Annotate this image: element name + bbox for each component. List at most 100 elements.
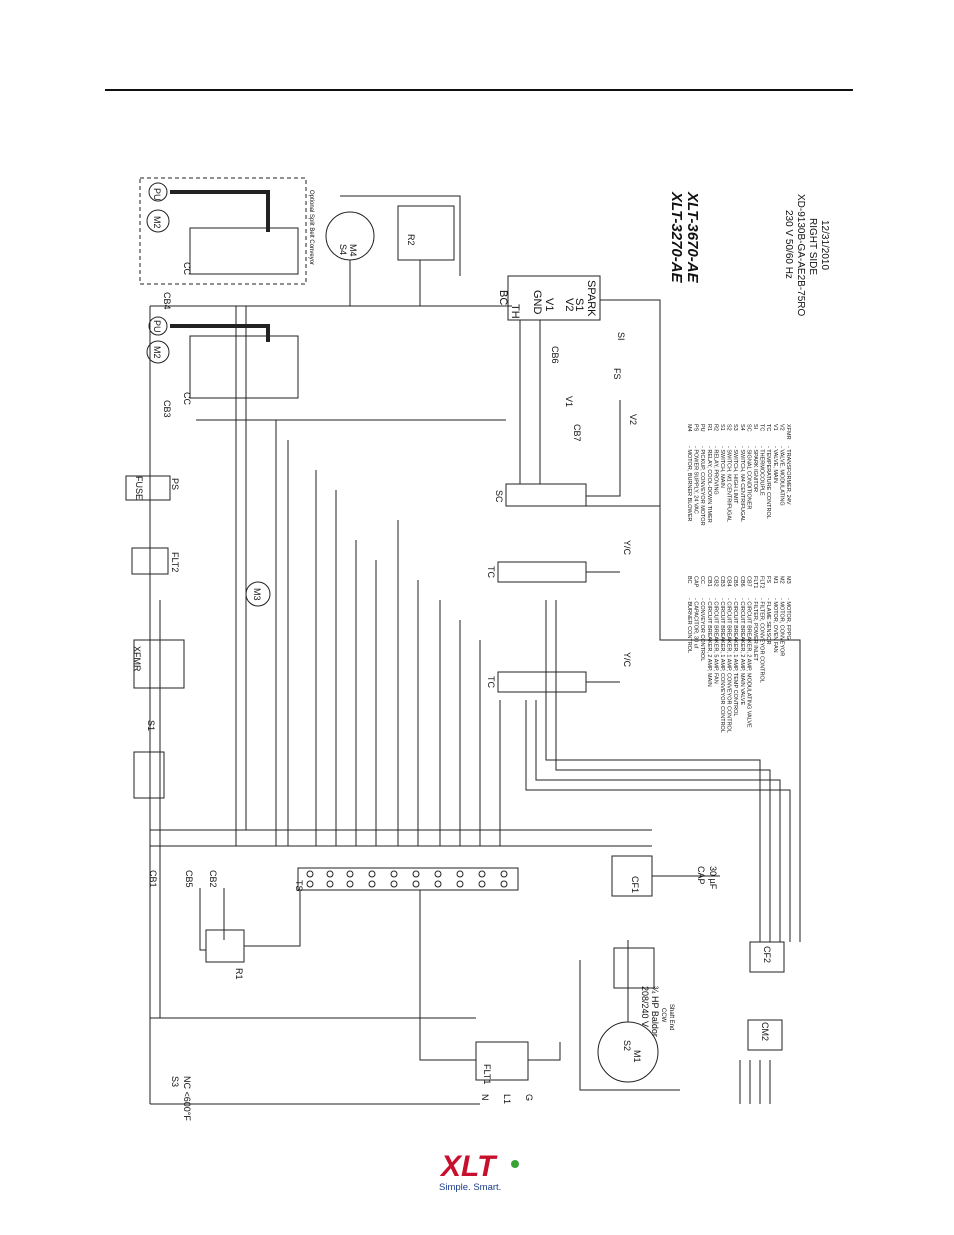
- model-2: XLT-3670-AE: [684, 191, 701, 284]
- label-l1: L1: [502, 1094, 512, 1104]
- label-optional: Optional Split Belt Conveyor: [308, 190, 314, 265]
- label-m3: M3: [252, 588, 262, 601]
- legend-code: CAP: [693, 576, 699, 588]
- label-m4: M4: [348, 244, 358, 257]
- optional-conveyor-box: [139, 177, 307, 285]
- spec-side: RIGHT SIDE: [807, 218, 818, 275]
- legend-desc: - VALVE, MODULATING: [778, 446, 784, 506]
- label-ts: TS: [294, 880, 304, 892]
- cf2-box: [749, 941, 785, 973]
- legend-code: PS: [693, 424, 699, 432]
- legend-code: R1: [706, 424, 712, 431]
- ps-box: [125, 475, 171, 501]
- label-s3-note: NC <600°F: [182, 1076, 192, 1121]
- legend-code: CB6: [739, 576, 745, 587]
- logo-tagline: Simple. Smart.: [439, 1182, 501, 1193]
- label-s4: S4: [338, 244, 348, 255]
- legend-desc: - CIRCUIT BREAKER, 5 AMP, FAN: [712, 598, 718, 684]
- label-ccw: CCW: [660, 1008, 666, 1023]
- legend-code: TC: [765, 424, 771, 431]
- legend-desc: - MOTOR, OVEN FAN: [772, 598, 778, 653]
- legend-desc: - CIRCUIT BREAKER, 1 AMP, TEMP CONTROL: [732, 598, 738, 716]
- legend-code: R2: [712, 424, 718, 431]
- legend-code: M2: [778, 576, 784, 584]
- legend-code: V1: [772, 424, 778, 431]
- legend-desc: - RELAY, PROVING: [712, 446, 718, 495]
- legend-desc: - VALVE, MAIN: [772, 446, 778, 483]
- label-cb6: CB6: [550, 346, 560, 364]
- legend-code: FS: [765, 576, 771, 583]
- label-tc2: TC: [486, 676, 496, 688]
- legend-desc: - SPARK IGNITOR: [752, 446, 758, 492]
- legend-desc: - FLAME SENSOR: [765, 598, 771, 644]
- label-s1: S1: [146, 720, 156, 731]
- legend-code: S1: [719, 424, 725, 431]
- m2-top-circle: [146, 209, 170, 233]
- legend-desc: - FILTER, CONVEYOR CONTROL: [759, 598, 765, 683]
- legend-desc: - CIRCUIT BREAKER, 2 AMP, MAIN: [706, 598, 712, 687]
- legend-desc: - SWITCH, M1 CENTRIFUGAL: [726, 446, 732, 522]
- flt1-box: [475, 1041, 529, 1081]
- legend-desc: - MOTOR, BURNER BLOWER: [686, 446, 692, 521]
- legend-code: TC: [759, 424, 765, 431]
- bc-spark: SPARK: [585, 280, 597, 317]
- cc-box-top: [189, 227, 299, 275]
- logo-brand: XLT: [439, 1150, 498, 1183]
- legend-desc: - THERMOCOUPLE: [759, 446, 765, 496]
- label-cf1: CF1: [630, 876, 640, 893]
- xlt-logo: XLT Simple. Smart.: [437, 1148, 527, 1194]
- legend-desc: - CONVEYOR CONTROL: [699, 598, 705, 661]
- label-cb2: CB2: [208, 870, 218, 888]
- label-g: G: [524, 1094, 534, 1101]
- label-tc1: TC: [486, 566, 496, 578]
- label-si: SI: [616, 332, 626, 341]
- label-cb3: CB3: [162, 400, 172, 418]
- label-cf2: CF2: [762, 946, 772, 963]
- label-cap: CAP: [696, 866, 706, 885]
- label-ps: PS: [170, 478, 180, 490]
- pu-mid-circle: [148, 316, 168, 336]
- legend-desc: - SWITCH, MAIN: [719, 446, 725, 488]
- label-flt1: FLT1: [482, 1064, 492, 1084]
- label-v1: V1: [564, 396, 574, 407]
- label-cb7: CB7: [572, 424, 582, 442]
- label-ytc-2: Y/C: [622, 652, 632, 668]
- legend-code: S3: [732, 424, 738, 431]
- legend-code: CB2: [712, 576, 718, 587]
- label-m1: M1: [632, 1050, 642, 1063]
- legend-code: M4: [686, 424, 692, 432]
- label-m2a: M2: [152, 216, 162, 229]
- legend-code: M3: [785, 576, 791, 584]
- bc-title: BC: [497, 290, 509, 305]
- legend-desc: - FILTER, POWER INLET: [752, 598, 758, 661]
- m1-circle: [597, 1021, 659, 1083]
- r1-box: [205, 929, 245, 963]
- label-fs: FS: [612, 368, 622, 380]
- legend-code: CB1: [706, 576, 712, 587]
- spec-date: 12/31/2010: [819, 220, 830, 270]
- legend-code: CB7: [745, 576, 751, 587]
- legend-code: SC: [745, 424, 751, 432]
- model-1: XLT-3270-AE: [668, 191, 685, 284]
- legend-desc: - TRANSFORMER, 24V: [785, 446, 791, 505]
- pu-top-circle: [148, 182, 168, 202]
- bc-v2: V2: [563, 298, 575, 311]
- label-n: N: [480, 1094, 490, 1101]
- s1-box: [133, 751, 165, 799]
- label-cc-a: CC: [182, 262, 192, 275]
- bc-th: TH: [509, 304, 521, 319]
- label-s2: S2: [622, 1040, 632, 1051]
- legend-code: V2: [778, 424, 784, 431]
- legend-desc: - CIRCUIT BREAKER, 1 AMP, CONVEYOR CONTR…: [726, 598, 732, 733]
- legend-code: CB5: [732, 576, 738, 587]
- bc-s1: S1: [573, 298, 585, 311]
- legend-desc: - BURNER CONTROL: [686, 598, 692, 653]
- tc-box-1: [497, 561, 587, 583]
- legend-code: XFMR: [785, 424, 791, 440]
- label-pu-a: PU: [152, 188, 162, 201]
- legend-code: M1: [772, 576, 778, 584]
- legend-desc: - SWITCH, M4 CENTRIFUGAL: [739, 446, 745, 522]
- legend-code: SI: [752, 424, 758, 430]
